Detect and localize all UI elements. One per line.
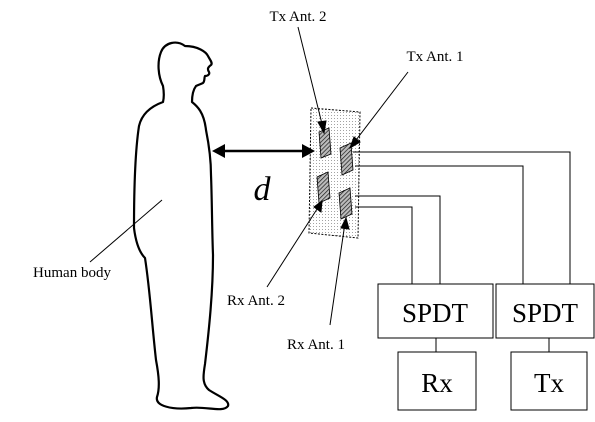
- rx-ant-1-label: Rx Ant. 1: [287, 337, 345, 353]
- tx-ant-2-label: Tx Ant. 2: [269, 9, 326, 25]
- rx-block: [397, 351, 477, 411]
- spdt-tx-label: SPDT: [512, 298, 579, 328]
- tx-label: Tx: [534, 368, 564, 398]
- rx-ant-1-pointer: [329, 222, 346, 326]
- tx-ant-2-arrowhead: [317, 120, 327, 135]
- rx-ant-2-label: Rx Ant. 2: [227, 293, 285, 309]
- tx-ant-1-pointer: [352, 71, 409, 145]
- feed-tx-ant-1: [353, 151, 571, 284]
- spdt-rx-label: SPDT: [402, 298, 469, 328]
- distance-label: d: [254, 171, 272, 208]
- feed-lines: [353, 151, 571, 284]
- tx-ant-1-label: Tx Ant. 1: [406, 49, 463, 65]
- tx-ant-1-arrowhead: [349, 136, 361, 150]
- rx-label: Rx: [421, 368, 453, 398]
- human-body-silhouette: [132, 41, 230, 411]
- human-body-pointer: [89, 199, 163, 263]
- human-body-label: Human body: [33, 265, 111, 281]
- feed-rx-ant-2: [355, 206, 413, 284]
- tx-antenna-2-element: [318, 127, 332, 159]
- feed-tx-ant-1-b: [355, 165, 524, 284]
- antenna-panel: [308, 107, 361, 239]
- rx-ant-2-pointer: [266, 205, 320, 288]
- spdt-rx-switch: [377, 283, 494, 339]
- feed-rx-ant-1: [355, 195, 441, 284]
- rx-antenna-1-element: [338, 187, 353, 220]
- tx-ant-2-pointer: [297, 26, 324, 129]
- spdt-tx-switch: [495, 283, 595, 339]
- tx-antenna-1-element: [339, 142, 354, 176]
- rx-ant-1-arrowhead: [340, 216, 350, 230]
- distance-arrow: [212, 144, 315, 158]
- rx-antenna-2-element: [316, 171, 331, 204]
- rx-ant-2-arrowhead: [313, 199, 323, 213]
